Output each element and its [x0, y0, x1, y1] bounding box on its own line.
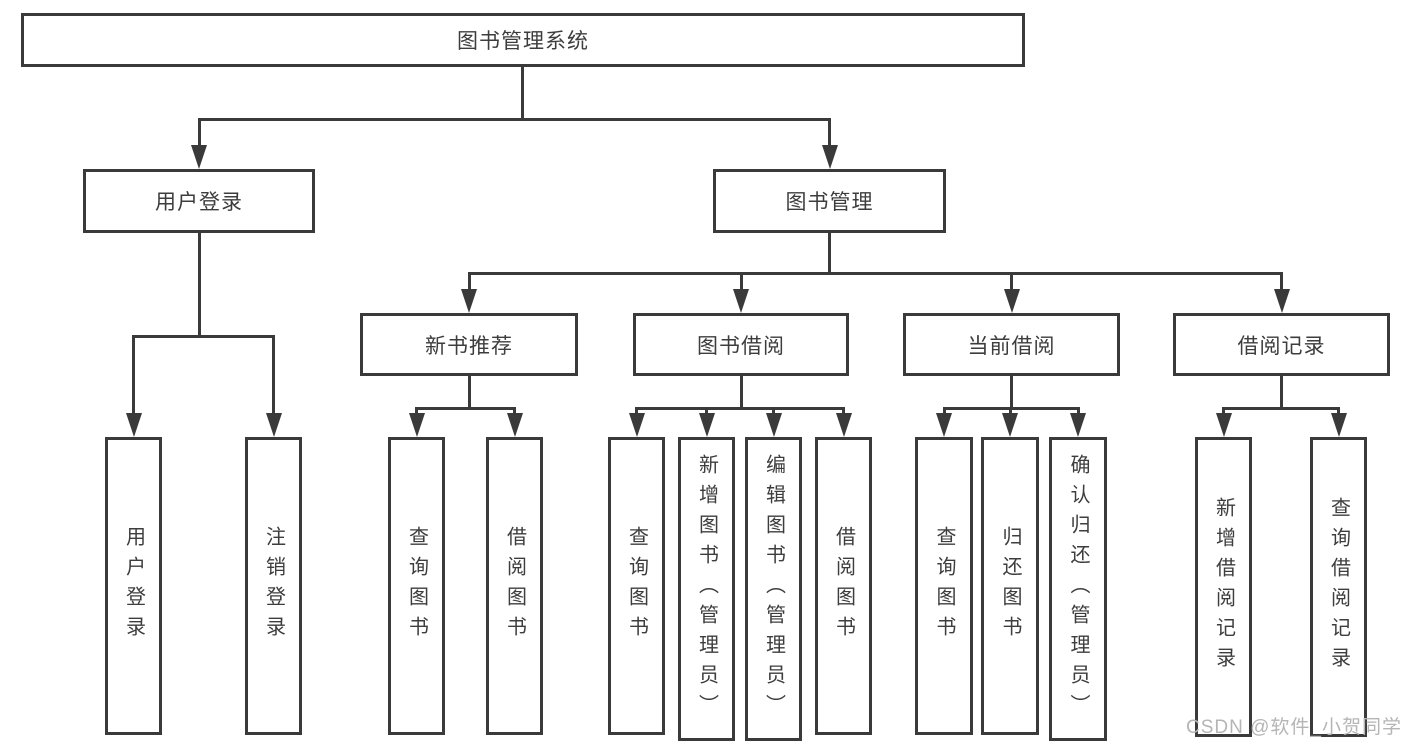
node-logout: 注销登录 [245, 437, 302, 735]
arrowhead-icon [408, 413, 425, 437]
edge-line [1222, 407, 1225, 415]
node-query-books-recommend: 查询图书 [388, 437, 445, 735]
arrowhead-icon [628, 413, 645, 437]
node-user-login: 用户登录 [83, 169, 315, 233]
edge-line [467, 272, 1283, 275]
edge-line [1280, 272, 1283, 291]
edge-line [1337, 407, 1340, 415]
edge-line [1008, 407, 1012, 415]
edge-line [467, 272, 471, 291]
edge-line [132, 335, 275, 338]
node-query-borrow-record: 查询借阅记录 [1310, 437, 1367, 737]
arrowhead-icon [461, 289, 477, 313]
edge-line [739, 272, 743, 291]
node-borrowing-records: 借阅记录 [1173, 313, 1390, 376]
watermark-text: CSDN @软件_小贺同学 [1186, 717, 1402, 738]
edge-line [197, 118, 831, 121]
edge-line [635, 407, 638, 415]
arrowhead-icon [1002, 413, 1018, 437]
edge-line [520, 67, 524, 118]
edge-line [739, 376, 743, 407]
arrowhead-icon [1273, 289, 1290, 313]
node-borrow-books-recommend: 借阅图书 [486, 437, 543, 735]
edge-line [1280, 376, 1283, 407]
arrowhead-icon [1215, 413, 1232, 437]
arrowhead-icon [821, 145, 838, 169]
edge-line [705, 407, 708, 415]
edge-line [272, 335, 275, 415]
edge-line [132, 335, 135, 415]
edge-line [1076, 407, 1080, 415]
node-borrow-books-borrowing: 借阅图书 [815, 437, 872, 735]
node-edit-book-admin: 编辑图书（管理员） [745, 437, 802, 741]
edge-line [1010, 272, 1013, 291]
arrowhead-icon [765, 413, 782, 437]
arrowhead-icon [1330, 413, 1347, 437]
arrowhead-icon [1070, 413, 1086, 437]
node-query-books-current: 查询图书 [915, 437, 973, 735]
node-add-borrow-record: 新增借阅记录 [1195, 437, 1252, 737]
node-library-management-system: 图书管理系统 [21, 13, 1025, 67]
edge-line [772, 407, 775, 415]
arrowhead-icon [698, 413, 715, 437]
arrowhead-icon [265, 413, 282, 437]
node-new-book-recommendation: 新书推荐 [360, 313, 578, 376]
edge-line [415, 407, 418, 415]
arrowhead-icon [1003, 289, 1020, 313]
arrowhead-icon [936, 413, 952, 437]
edge-line [635, 407, 845, 410]
node-user-login-leaf: 用户登录 [105, 437, 162, 735]
edge-line [197, 118, 201, 147]
node-query-books-borrowing: 查询图书 [608, 437, 665, 735]
edge-line [842, 407, 845, 415]
node-current-borrowing: 当前借阅 [903, 313, 1120, 376]
node-book-management: 图书管理 [713, 169, 946, 233]
edge-line [513, 407, 516, 415]
node-return-book: 归还图书 [981, 437, 1039, 735]
node-add-book-admin: 新增图书（管理员） [678, 437, 735, 741]
edge-line [828, 118, 831, 147]
edge-line [1010, 376, 1013, 407]
edge-line [467, 376, 471, 407]
edge-line [1222, 407, 1340, 410]
node-confirm-return-admin: 确认归还（管理员） [1049, 437, 1107, 741]
arrowhead-icon [191, 145, 207, 169]
arrowhead-icon [506, 413, 523, 437]
arrowhead-icon [125, 413, 142, 437]
node-book-borrowing: 图书借阅 [633, 313, 849, 376]
edge-line [415, 407, 516, 410]
edge-line [942, 407, 946, 415]
arrowhead-icon [835, 413, 852, 437]
edge-line [828, 233, 831, 272]
arrowhead-icon [733, 289, 749, 313]
edge-line [197, 233, 201, 335]
